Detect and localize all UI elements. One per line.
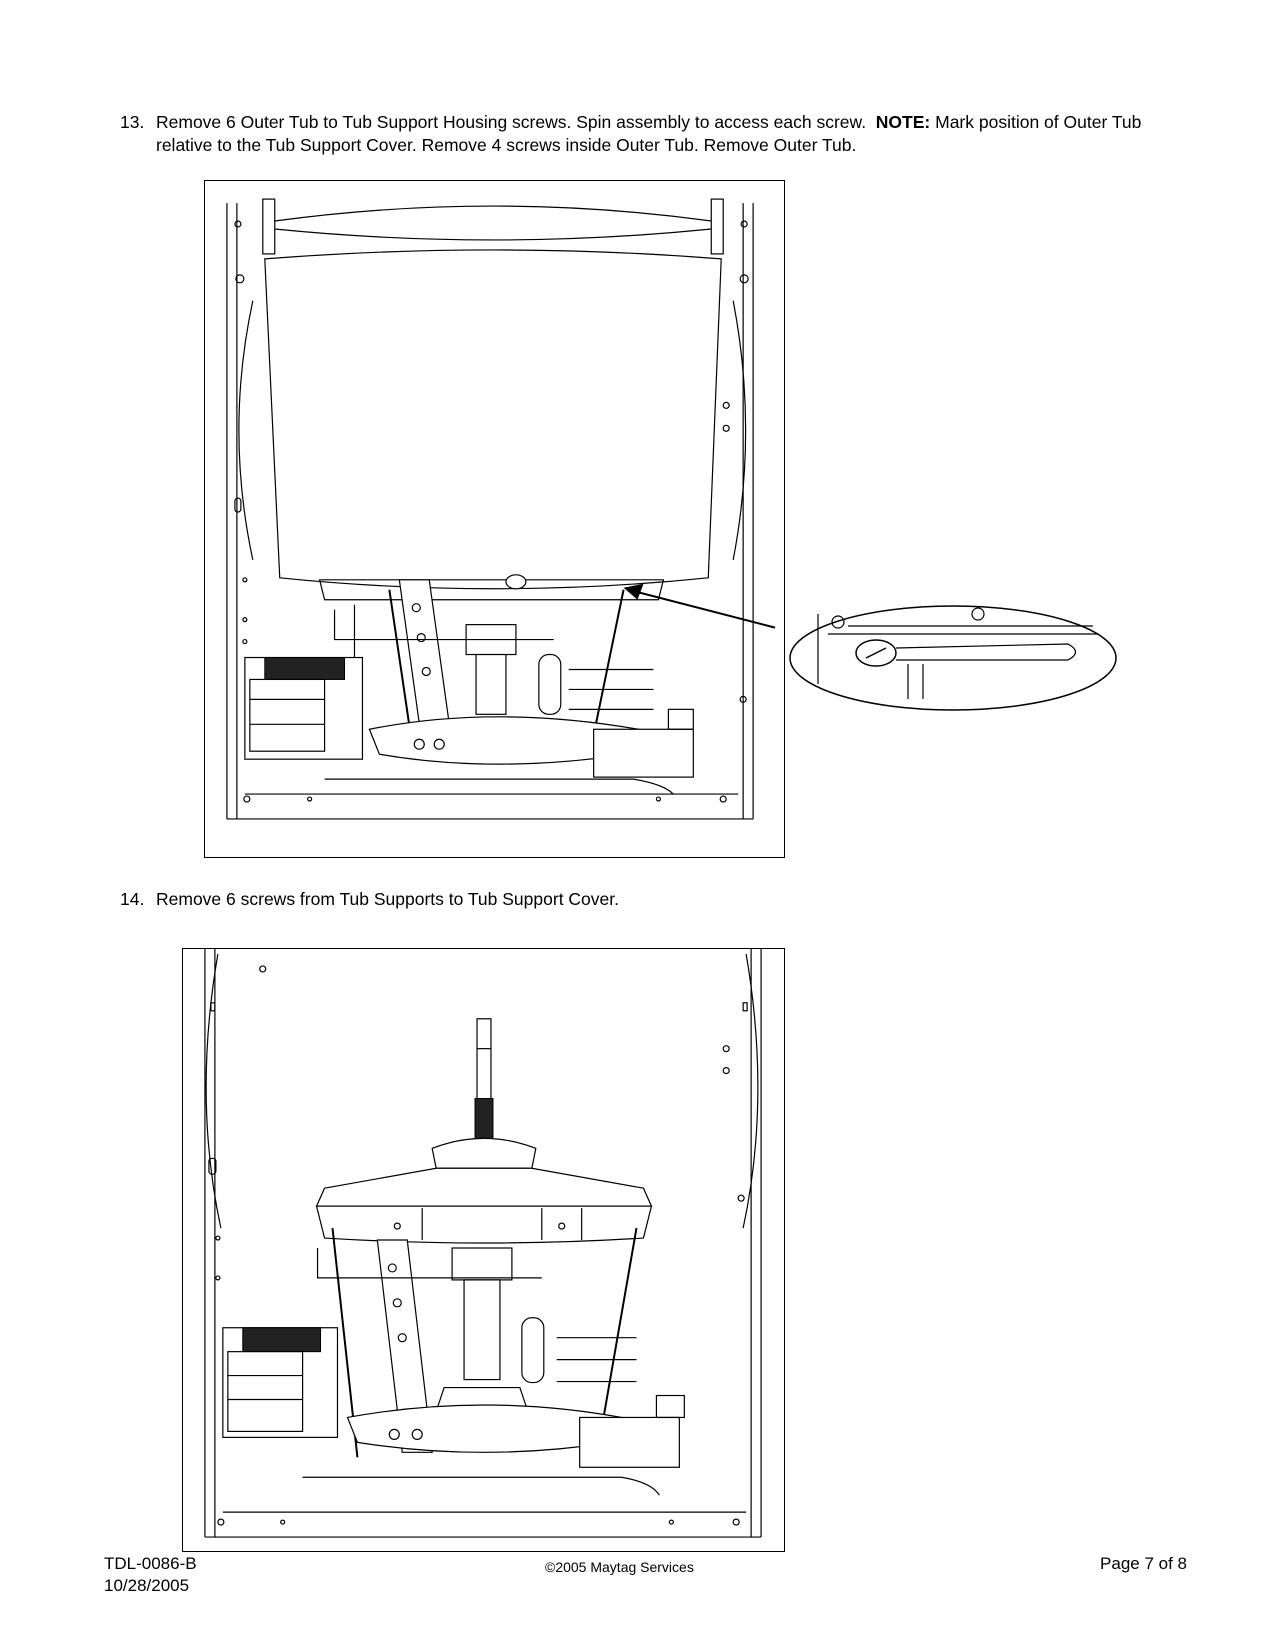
note-label: NOTE: bbox=[875, 112, 931, 132]
step-number: 13. bbox=[120, 112, 145, 132]
step-text-part2: Mark position of Outer Tub relative to t… bbox=[156, 112, 1142, 155]
figure-outer-tub-removal bbox=[204, 180, 785, 858]
step-13: 13. Remove 6 Outer Tub to Tub Support Ho… bbox=[120, 111, 1200, 157]
doc-id: TDL-0086-B bbox=[104, 1554, 197, 1573]
footer-doc-info: TDL-0086-B 10/28/2005 bbox=[104, 1553, 197, 1597]
washer-tub-support-illustration bbox=[204, 949, 762, 1538]
footer-page-number: Page 7 of 8 bbox=[1100, 1554, 1187, 1573]
step-text: Remove 6 Outer Tub to Tub Support Housin… bbox=[156, 111, 1200, 157]
doc-date: 10/28/2005 bbox=[104, 1576, 190, 1595]
figure-tub-support-screws bbox=[182, 948, 785, 1552]
footer-copyright: ©2005 Maytag Services bbox=[545, 1559, 694, 1575]
zoom-detail-callout bbox=[789, 605, 1117, 711]
step-14: 14. Remove 6 screws from Tub Supports to… bbox=[120, 888, 1200, 911]
step-text: Remove 6 screws from Tub Supports to Tub… bbox=[156, 889, 619, 909]
step-number: 14. bbox=[120, 889, 145, 909]
step-text-part1: Remove 6 Outer Tub to Tub Support Housin… bbox=[156, 112, 867, 132]
washer-outer-tub-illustration bbox=[226, 198, 776, 820]
